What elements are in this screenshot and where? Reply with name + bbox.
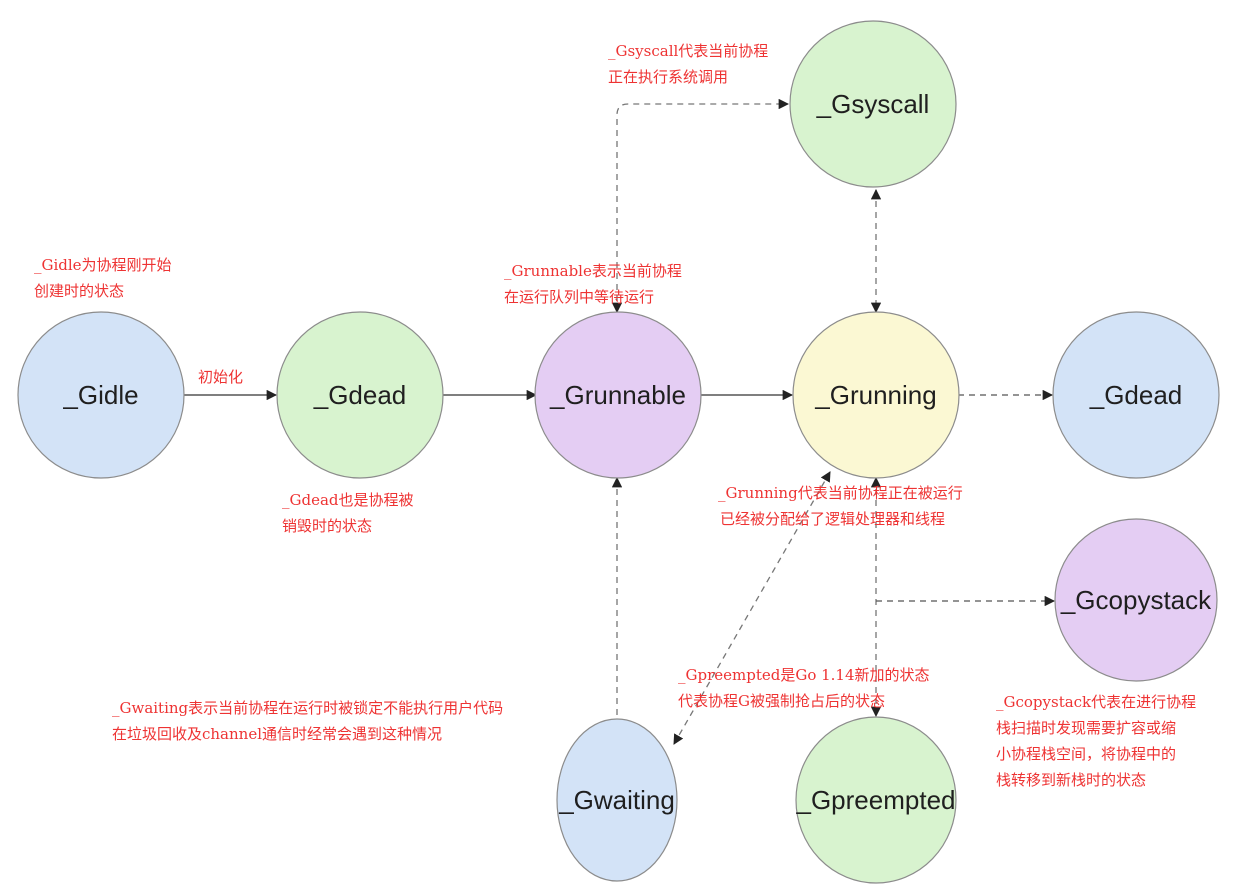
edges — [184, 98, 1056, 745]
annotation-line: 销毁时的状态 — [282, 517, 372, 535]
annotation-line: _Gdead也是协程被 — [282, 491, 414, 509]
annotation-grunnable: _Grunnable表示当前协程 在运行队列中等待运行 — [504, 262, 682, 306]
annotation-line: _Gidle为协程刚开始 — [34, 256, 172, 274]
annotation-gsyscall: _Gsyscall代表当前协程 正在执行系统调用 — [608, 42, 768, 86]
annotation-gpreempted: _Gpreempted是Go 1.14新加的状态 代表协程G被强制抢占后的状态 — [678, 666, 930, 710]
node-label: _Gcopystack — [1060, 585, 1212, 615]
annotation-line: 正在执行系统调用 — [608, 68, 728, 86]
annotation-line: _Gsyscall代表当前协程 — [608, 42, 768, 60]
node-label: _Grunning — [814, 380, 936, 410]
annotation-line: 栈扫描时发现需要扩容或缩 — [996, 719, 1176, 737]
node-label: _Gidle — [62, 380, 138, 410]
annotation-line: 已经被分配给了逻辑处理器和线程 — [720, 510, 945, 528]
node-label: _Grunnable — [549, 380, 686, 410]
node-gcopystack[interactable]: _Gcopystack — [1054, 518, 1218, 682]
node-grunning[interactable]: _Grunning — [792, 311, 960, 479]
annotation-gwaiting: _Gwaiting表示当前协程在运行时被锁定不能执行用户代码 在垃圾回收及cha… — [112, 699, 503, 743]
annotation-gidle: _Gidle为协程刚开始 创建时的状态 — [34, 256, 172, 300]
node-gwaiting[interactable]: _Gwaiting — [556, 718, 678, 882]
node-gidle[interactable]: _Gidle — [17, 311, 185, 479]
annotation-line: _Grunning代表当前协程正在被运行 — [718, 484, 963, 502]
annotation-line: 栈转移到新栈时的状态 — [996, 771, 1146, 789]
annotation-line: _Gwaiting表示当前协程在运行时被锁定不能执行用户代码 — [112, 699, 503, 717]
node-gpreempted[interactable]: _Gpreempted — [795, 716, 957, 884]
node-gdead[interactable]: _Gdead — [276, 311, 444, 479]
node-label: _Gdead — [313, 380, 407, 410]
annotation-line: 在运行队列中等待运行 — [504, 288, 654, 306]
node-label: _Gdead — [1089, 380, 1183, 410]
annotation-line: _Gcopystack代表在进行协程 — [996, 693, 1196, 711]
node-label: _Gwaiting — [558, 785, 675, 815]
annotation-grunning: _Grunning代表当前协程正在被运行 已经被分配给了逻辑处理器和线程 — [718, 484, 963, 528]
annotation-gdead: _Gdead也是协程被 销毁时的状态 — [282, 491, 414, 535]
annotation-line: 创建时的状态 — [34, 282, 124, 300]
annotation-line: 在垃圾回收及channel通信时经常会遇到这种情况 — [112, 725, 442, 743]
node-label: _Gpreempted — [796, 785, 956, 815]
annotation-line: _Grunnable表示当前协程 — [504, 262, 682, 280]
node-gdead-final[interactable]: _Gdead — [1052, 311, 1220, 479]
nodes: _Gidle _Gdead _Grunnable _Grunning _Gdea… — [17, 20, 1220, 884]
node-gsyscall[interactable]: _Gsyscall — [789, 20, 957, 188]
annotation-line: 代表协程G被强制抢占后的状态 — [678, 692, 885, 710]
edge-grunnable-to-gsyscall — [611, 98, 790, 314]
annotation-gcopystack: _Gcopystack代表在进行协程 栈扫描时发现需要扩容或缩 小协程栈空间，将… — [996, 693, 1196, 789]
edge-grunning-to-gwaiting — [673, 471, 831, 745]
node-grunnable[interactable]: _Grunnable — [534, 311, 702, 479]
annotations: _Gidle为协程刚开始 创建时的状态 _Gdead也是协程被 销毁时的状态 _… — [34, 42, 1196, 789]
annotation-line: _Gpreempted是Go 1.14新加的状态 — [678, 666, 930, 684]
edge-label-init: 初始化 — [198, 368, 243, 386]
annotation-line: 小协程栈空间，将协程中的 — [996, 745, 1176, 763]
node-label: _Gsyscall — [816, 89, 930, 119]
